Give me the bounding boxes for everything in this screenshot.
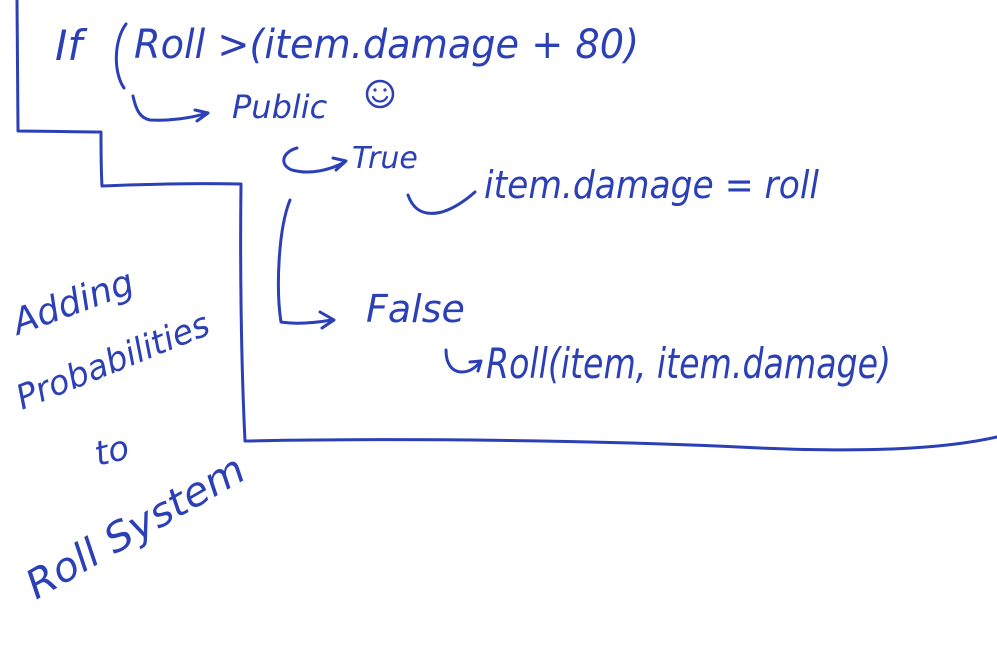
false-action: Roll(item, item.damage) [486,339,891,388]
condition-text: Roll >(item.damage + 80) [134,22,639,68]
false-label: False [366,287,465,331]
outer-border-line [15,0,997,452]
smiley-icon [365,79,395,109]
arrow-to-false-action [444,348,483,374]
side-note-line1: Adding [5,262,139,344]
diagram-lines [15,0,997,452]
side-note-line3: to [91,428,134,475]
arrow-to-true-action [406,190,477,215]
access-label: Public [232,88,328,126]
if-keyword: If [55,21,88,70]
if-paren-stroke [114,22,128,90]
side-note-line4: Roll System [18,446,253,608]
true-label: True [352,141,418,176]
arrow-to-true [282,146,348,174]
true-false-bracket [276,198,336,330]
side-note: Adding Probabilities to Roll System [5,262,253,609]
true-action: item.damage = roll [484,163,819,207]
arrow-to-public [131,94,210,123]
